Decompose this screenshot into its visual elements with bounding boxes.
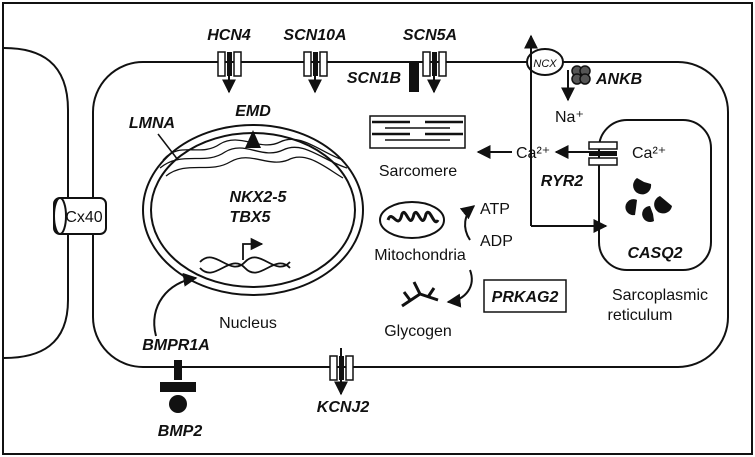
hcn4-label: HCN4 — [207, 27, 251, 44]
casq2-protein — [625, 178, 672, 222]
emd-label: EMD — [235, 103, 271, 120]
ca-right-label: Ca²⁺ — [632, 145, 666, 162]
scn1b-label: SCN1B — [347, 70, 401, 87]
tbx5-label: TBX5 — [230, 209, 272, 226]
hcn4-channel — [218, 52, 241, 92]
sr-label-line1: Sarcoplasmic — [612, 287, 708, 304]
adp-atp-arrow — [465, 206, 474, 240]
casq2-label: CASQ2 — [627, 245, 682, 262]
na-label: Na⁺ — [555, 109, 584, 126]
glycogen-icon — [402, 282, 438, 306]
scn5a-label: SCN5A — [403, 27, 457, 44]
mitochondrion-icon — [380, 202, 444, 238]
sr-label-line2: reticulum — [608, 307, 673, 324]
bmpr1a-label: BMPR1A — [142, 337, 210, 354]
mitochondria-label: Mitochondria — [374, 247, 466, 264]
glycogen-label: Glycogen — [384, 323, 452, 340]
ca-left-label: Ca²⁺ — [516, 145, 550, 162]
bmp2-label: BMP2 — [158, 423, 203, 440]
kcnj2-label: KCNJ2 — [317, 399, 370, 416]
scn10a-label: SCN10A — [283, 27, 346, 44]
nucleus-label: Nucleus — [219, 315, 277, 332]
ncx-exchanger: NCX — [527, 49, 568, 100]
adp-label: ADP — [480, 233, 513, 250]
atp-label: ATP — [480, 201, 510, 218]
cx40-gap-junction: Cx40 — [54, 198, 106, 234]
kcnj2-channel — [330, 348, 353, 394]
sarcomere-icon — [370, 116, 465, 148]
prkag2-label: PRKAG2 — [492, 289, 559, 306]
bmpr1a-receptor — [160, 360, 196, 392]
glycogen-to-mito-arrow — [448, 270, 472, 302]
ankb-protein — [572, 66, 590, 84]
ncx-label: NCX — [533, 58, 557, 70]
ryr2-channel — [589, 142, 617, 165]
ankb-label: ANKB — [595, 71, 642, 88]
ryr2-label: RYR2 — [541, 173, 583, 190]
bmp2-ligand — [169, 395, 187, 413]
cx40-label: Cx40 — [65, 209, 102, 226]
scn5a-channel — [409, 52, 446, 92]
lmna-label: LMNA — [129, 115, 175, 132]
bmpr1a-signal-arrow — [154, 278, 196, 336]
scn10a-channel — [304, 52, 327, 92]
nkx25-label: NKX2-5 — [230, 189, 288, 206]
sarcomere-label: Sarcomere — [379, 163, 457, 180]
